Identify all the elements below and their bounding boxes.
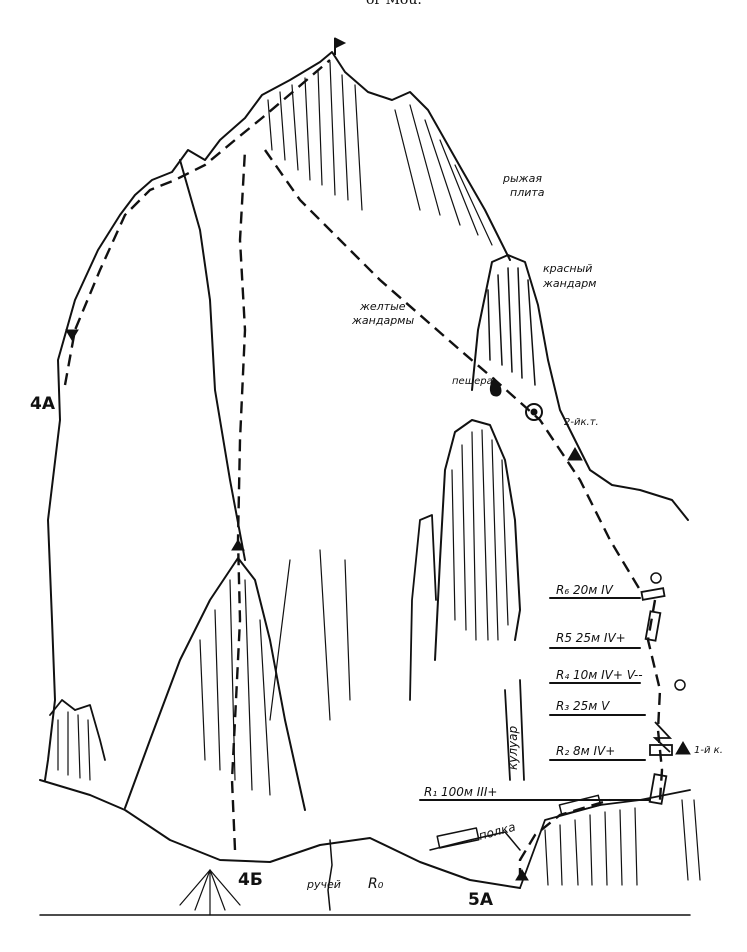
bivouac-triangle-icon	[567, 447, 583, 461]
pitch-label-r2: R₂ 8м IV+	[556, 744, 615, 758]
pitch-label-r6: R₆ 20м IV	[556, 583, 614, 597]
label-r0: R₀	[368, 876, 384, 892]
label-peshchera: пещера	[452, 376, 493, 387]
header-fragment: or Mou.	[366, 0, 422, 8]
pitch-lines	[419, 597, 651, 801]
arrow-5a-icon	[515, 869, 529, 881]
label-ruchey: ручей	[306, 878, 341, 891]
label-zheltye-1: желтые	[359, 300, 406, 313]
pitch-label-r3: R₃ 25м V	[556, 699, 610, 713]
pitch-label-r5: R5 25м IV+	[556, 631, 626, 645]
red-gendarme	[471, 254, 689, 521]
route-label-4b: 4Б	[238, 870, 263, 890]
route-label-5a: 5A	[468, 890, 494, 910]
pitch-label-r1: R₁ 100м III+	[424, 785, 497, 799]
massif-outline	[44, 51, 511, 781]
label-ryzhaya-plita-2: плита	[510, 186, 545, 199]
couloir	[504, 689, 511, 781]
ground-line	[39, 779, 521, 889]
pitch-label-r4: R₄ 10м IV+ V--	[556, 668, 643, 682]
label-ryzhaya-plita-1: рыжая	[502, 172, 542, 185]
label-control-2: 2-йк.т.	[564, 417, 599, 428]
cave-icon	[489, 377, 502, 397]
arrow-4b-icon	[231, 539, 245, 551]
control-point-icon	[525, 403, 543, 421]
label-krasny-2: жандарм	[542, 277, 596, 290]
summit-flag-icon	[334, 37, 347, 49]
bivouac-triangle-icon-2	[675, 741, 691, 755]
label-control-1: 1-й к.	[694, 745, 723, 756]
label-kuluar: кулуар	[506, 726, 520, 770]
stream-line	[327, 839, 333, 911]
central-tower	[434, 419, 521, 661]
route-label-4a: 4A	[30, 394, 56, 414]
arrow-4a-icon	[65, 329, 79, 341]
gully-line	[179, 159, 246, 561]
label-krasny-1: красный	[543, 262, 592, 275]
left-spire	[124, 557, 306, 811]
summit-hatching	[267, 61, 493, 246]
label-zheltye-2: жандармы	[351, 314, 414, 327]
